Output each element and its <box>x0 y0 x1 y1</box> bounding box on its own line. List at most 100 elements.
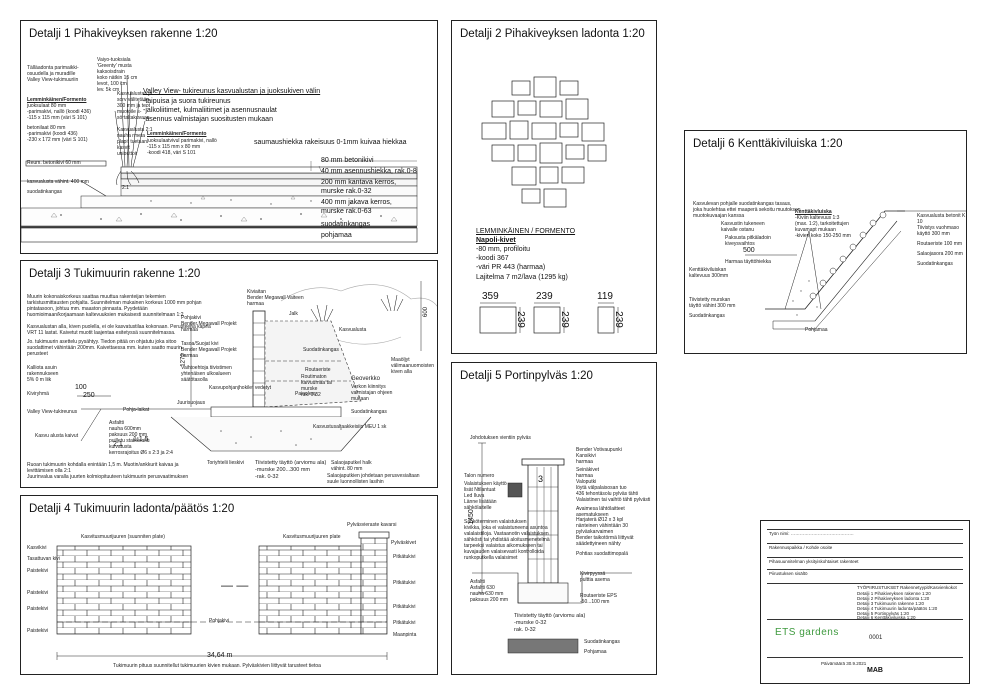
tb-row-10: Detalji 5 Portinpylväs 1:20 <box>857 611 910 616</box>
tb-row-7: Detalji 2 Pihakiveyksen ladonta 1:20 <box>857 596 930 601</box>
dim-600: 600 <box>423 306 430 318</box>
dim-1270: 1270 <box>180 353 187 367</box>
dim-height-2: 239 <box>558 311 570 328</box>
layer-pohjamaa: pohjamaa <box>321 232 352 239</box>
kenttakivi-line-1: -Kiviin kaltevuus 1:3 <box>795 215 840 221</box>
panel-detail-2: Detalji 2 Pihakiveyksen ladonta 1:20 <box>451 20 657 354</box>
dim-width-1: 359 <box>482 291 499 302</box>
note-2b: Jo. tukimuurin asettelu pysähtyy. Tiedon… <box>27 339 182 357</box>
pylvas-label: Pylväsvieraste kavarsi <box>347 522 397 528</box>
top-note: Vaiyo-tuoksiala 'Greenty' musta kaksoisd… <box>97 57 138 93</box>
left-label-4: Paistekivi <box>27 590 49 596</box>
label-pohjalaikat: Pohja-laikat <box>123 407 150 413</box>
layer-betonikivi: 80 mm betonikivi <box>321 157 374 164</box>
product-line-3: -väri PR 443 (harmaa) <box>476 264 546 271</box>
paving-pattern <box>479 76 619 334</box>
lem2-line-3: -230 x 172 mm (väri S 101) <box>27 137 88 143</box>
label-verkko-kiinnitys: Verkon kiinnitys valmistajan ohjeen muka… <box>351 384 393 402</box>
lem-line-3: -115 x 115 mm (väri S 101) <box>27 115 87 121</box>
right-label-3: Routaeriste 100 mm <box>917 241 963 247</box>
panel-title: Detalji 2 Pihakiveyksen ladonta 1:20 <box>460 28 645 40</box>
lem3-head: Lemminkäinen/Formento <box>147 131 207 137</box>
label-routimaton: Routimaton kaivuumaa tai murske rak. 0-3… <box>301 374 332 398</box>
left-label-1: Kasvikivi <box>27 545 47 551</box>
label-ruoan: Ruoan tukimuurin kohdalla enintään 1,5 m… <box>27 462 189 480</box>
panel-title: Detalji 1 Pihakiveyksen rakenne 1:20 <box>29 28 218 40</box>
tb-row-6: Detalji 1 Pihakiveyksen rakenne 1:20 <box>857 591 931 596</box>
tb-row-11: Detalji 6 Kenttäkiviluiska 1:20 <box>857 615 916 620</box>
product-line-2: -koodi 367 <box>476 255 509 262</box>
layer-jakava-murske: murske rak.0-63 <box>321 208 372 215</box>
pohjakivi-label: Pohjakivi <box>209 618 230 624</box>
slope-section <box>745 210 966 330</box>
left-label-2: Tasattuvan kivi <box>27 556 60 562</box>
panel-title: Detalji 5 Portinpylväs 1:20 <box>460 370 593 382</box>
top-left-label: Kasvitusmuurijuuren (suunniten plate) <box>81 534 165 540</box>
right-label-3: Valoputki löytä välpalaisosan tuo 436 te… <box>576 479 638 497</box>
lem-head: Lemminkäinen/Formento <box>27 97 87 103</box>
pohjamaa-label: Pohjamaa <box>805 327 828 333</box>
product-sub: Napoli-kivet <box>476 237 516 244</box>
valley-line-2: -jalkoliitimet, kulmaliitimet ja asennus… <box>143 107 277 114</box>
slope-label: 2:1 <box>122 185 129 191</box>
lem2-line-1: betonilaat 80 mm <box>27 125 66 131</box>
layer-saumaus: saumaushiekka rakeisuus 0-1mm kuivaa hie… <box>254 139 407 146</box>
detail-1-drawing <box>21 75 418 243</box>
tb-row-3: Pihasuunnitelman yksityiskohtaiset raken… <box>769 559 859 564</box>
layer-asennus: 40 mm asennushiekka, rak.0-8 <box>321 168 417 175</box>
bottom-mid-label: Tiivistetty täyttö (arviomu ala) -murske… <box>514 613 586 633</box>
brand-logo: ETS gardens <box>775 627 839 638</box>
valley-label: Valley View-tukireunus <box>27 409 78 415</box>
left-label-3: Suodatinkangas <box>689 313 725 319</box>
panel-detail-5: Detalji 5 Portinpylväs 1:20 Johdotuksen … <box>451 362 657 675</box>
suod-small-label: suodatinkangas <box>27 189 63 195</box>
label-kasvustus: Kasvustusaltaakkeisiin MEU 1 sk <box>313 424 387 430</box>
layer-jakava: 400 mm jakava kerros, <box>321 199 392 206</box>
right-label-5: Pitkätukivi <box>393 620 416 626</box>
right-label-3: Pitkätukivi <box>393 580 416 586</box>
panel-detail-4: Detalji 4 Tukimuurin ladonta/päätös 1:20 <box>20 495 438 675</box>
label-salaojaputki: Salaojaputkel halk vähint. 80 mm <box>331 460 372 472</box>
left-label-2: Valaistuksen käyttö lisät Ntilantuat Led… <box>464 481 507 511</box>
svg-text:— —: — — <box>221 578 248 592</box>
tb-row-5: TYÖPIIRUSTUKSET Rakennetyypit/Kasvienkok… <box>857 585 957 590</box>
right-label-2: Pitkätukivi <box>393 554 416 560</box>
intro-note: Kasvulevan pohjalle suodatinkangas tasau… <box>693 201 801 219</box>
right-label-2: Tiivistys vuohmaso käyttö 300 mm <box>917 225 960 237</box>
kasvu-label: Kasvu alusta kaivut <box>35 433 79 439</box>
layer-suodatin: suodatinkangas <box>321 221 371 228</box>
ratio-1-1-5: 1:1,5 <box>133 436 149 443</box>
right-label-1: Pylväskivet <box>391 540 417 546</box>
lem3-line-3: -koodi 418, väri S 101 <box>147 150 196 156</box>
kenttakivi-line-2: (max. 1:2), tarkoitettujen <box>795 221 849 227</box>
note-1: Muurin kokonaiskorkeus saattaa muuttua r… <box>27 294 202 318</box>
lem-line-2: -parimakivi, nallö (koodi 436) <box>27 109 91 115</box>
tb-row-9: Detalji 4 Tukimuurin ladonta/päätös 1:20 <box>857 606 938 611</box>
panel-detail-3: Detalji 3 Tukimuurin rakenne 1:20 <box>20 260 438 488</box>
right-label-6: Harjaterä Ø12 x 3 kpl nänteinen vähintää… <box>576 517 628 535</box>
bottom-left-label: Asfaltti Asfaltti 630 nauha 630 mm paksu… <box>470 579 509 603</box>
right-label-6: Maanpinta <box>393 632 417 638</box>
right-label-7: Bender taikotörmä liittyvät säädettyinee… <box>576 535 634 547</box>
tb-row-1: Työn nimi: …………………………………… <box>769 531 854 536</box>
tuki-label: Paksusta pitkäladoin kiveysvaihtos <box>725 235 771 247</box>
label-juurisuojaus: Juurisuojaus <box>177 400 206 406</box>
kenttakivi-line-4: -kivien koko 150-250 mm <box>795 233 851 239</box>
top-right-label: Kasvitusmuurijuuren plate <box>283 534 341 540</box>
stab-label: Kasvustin tukeneen kaivalle ostanu <box>721 221 765 233</box>
product-line-1: -80 mm, profiloitu <box>476 246 531 253</box>
valley-line-1: -taipuisa ja suora tukireunus <box>143 98 231 105</box>
detail-3-drawing <box>77 281 437 452</box>
hsm-label: Reum. betonikivi 60 mm <box>27 160 81 166</box>
tb-row-4: Piirustuksen sisältö <box>769 571 808 576</box>
kenttakivi-head: Kenttäkivluiska <box>795 209 832 215</box>
dim-height-1: 239 <box>514 311 526 328</box>
right-eps-label: Routaeriste EPS -50...100 mm <box>580 593 617 605</box>
right-pohja-label: Pohjamaa <box>584 649 607 655</box>
left-label-5: Paistekivi <box>27 606 49 612</box>
left-label-2: Tiivistetty murskan täyttö vähint 300 mm <box>689 297 736 309</box>
title-block: Työn nimi: …………………………………… Rakennuspaikka… <box>760 520 970 684</box>
label-asfaltti: Asfaltti nauha 600mm paksuus 200 mm puil… <box>109 420 173 456</box>
drawing-code: MAB <box>867 667 883 674</box>
label-tasoa: Tasoa/Suojat kivi Bender Megawall Projek… <box>181 341 237 359</box>
